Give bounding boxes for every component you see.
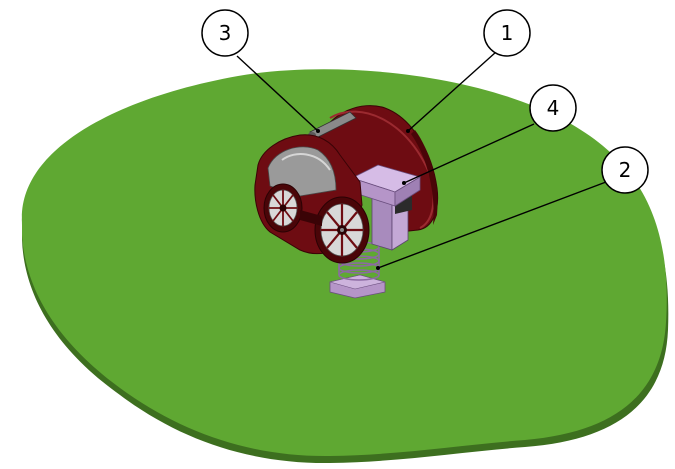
leader-4: [403, 123, 535, 184]
callout-4-label: 4: [547, 96, 560, 120]
seat: [350, 164, 421, 207]
spring-rider: [254, 105, 439, 299]
callout-1-label: 1: [501, 21, 514, 45]
callout-leaders: [236, 51, 607, 269]
callout-1: 1: [483, 9, 531, 57]
callout-2-circle: [601, 146, 649, 194]
rear-wheel: [263, 183, 303, 233]
callout-4-circle: [529, 84, 577, 132]
front-wheel: [314, 196, 370, 264]
leader-3: [236, 55, 319, 132]
callout-2-label: 2: [619, 158, 632, 182]
callout-3-circle: [201, 9, 249, 57]
leader-1: [407, 51, 497, 132]
callout-2: 2: [601, 146, 649, 194]
callout-1-circle: [483, 9, 531, 57]
callout-4: 4: [529, 84, 577, 132]
callout-3: 3: [201, 9, 249, 57]
leader-2: [377, 181, 607, 269]
callout-3-label: 3: [219, 21, 232, 45]
